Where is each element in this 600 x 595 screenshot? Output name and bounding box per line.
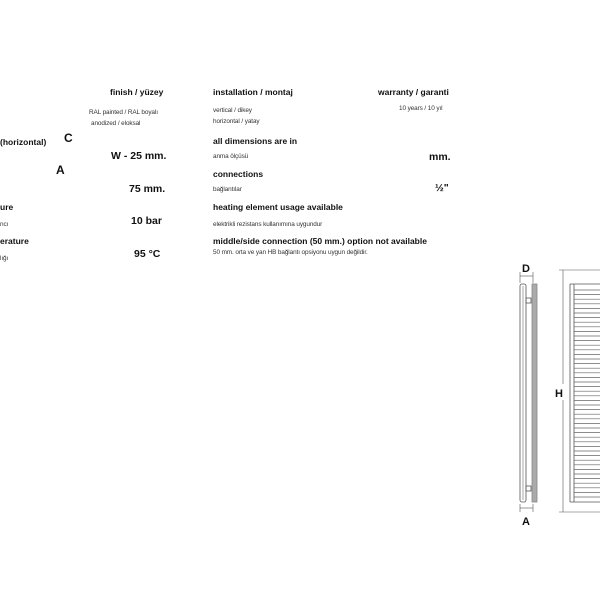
label-a: A — [56, 163, 65, 177]
radiator-front-view — [569, 283, 600, 503]
c-value: W - 25 mm. — [111, 150, 167, 162]
temperature-value: 95 °C — [134, 248, 161, 260]
radiator-slats — [574, 289, 600, 498]
heating-heading: heating element usage available — [213, 202, 343, 212]
warranty-value: 10 years / 10 yıl — [399, 105, 443, 112]
dimensions-unit: mm. — [429, 151, 451, 163]
installation-line-2: horizontal / yatay — [213, 118, 260, 125]
label-d: D — [522, 263, 530, 275]
finish-line-2: anodized / eloksal — [91, 120, 141, 127]
installation-line-1: vertical / dikey — [213, 107, 252, 114]
middle-connection-heading: middle/side connection (50 mm.) option n… — [213, 236, 427, 246]
finish-line-1: RAL painted / RAL boyalı — [89, 109, 158, 116]
pressure-value: 10 bar — [131, 215, 162, 227]
connections-sub: bağlantılar — [213, 186, 242, 193]
label-a-diagram: A — [522, 516, 530, 528]
temperature-heading: erature — [0, 236, 29, 246]
label-c: C — [64, 131, 73, 145]
h-label-bg — [553, 384, 566, 400]
temperature-sub: lığı — [0, 255, 9, 262]
warranty-heading: warranty / garanti — [378, 87, 449, 97]
a-value: 75 mm. — [129, 183, 166, 195]
connections-heading: connections — [213, 169, 264, 179]
installation-heading: installation / montaj — [213, 87, 293, 97]
radiator-side-view — [519, 272, 538, 512]
label-h: H — [555, 388, 563, 400]
pressure-heading: ure — [0, 202, 14, 212]
c-dimension-heading: (horizontal) — [0, 137, 47, 147]
finish-heading: finish / yüzey — [110, 87, 164, 97]
dimensions-sub: anma ölçüsü — [213, 153, 249, 160]
heating-sub: elektrikli rezistans kullanımına uygundu… — [213, 221, 323, 228]
dimensions-heading: all dimensions are in — [213, 136, 298, 146]
middle-connection-sub: 50 mm. orta ve yan HB bağlantı opsiyonu … — [213, 249, 368, 256]
pressure-sub: ncı — [0, 221, 9, 228]
connections-value: ½" — [435, 182, 449, 194]
